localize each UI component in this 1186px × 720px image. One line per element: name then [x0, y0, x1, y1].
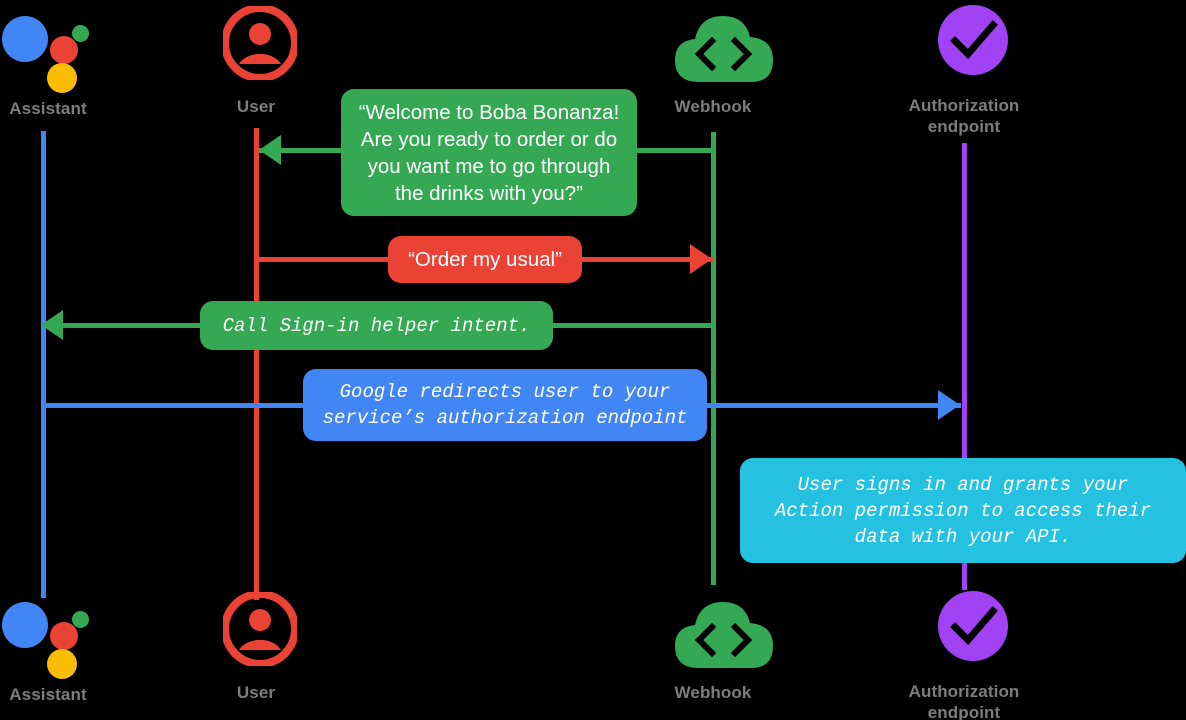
actor-label-user: User: [236, 683, 276, 702]
actor-label-assistant: Assistant: [9, 99, 87, 118]
cloud-code-svg: [675, 602, 773, 668]
actor-user-bottom: User: [161, 592, 351, 703]
actor-assistant-top: Assistant: [0, 8, 143, 119]
purple-check-circle-icon: [916, 5, 1012, 93]
lifeline-webhook: [711, 132, 716, 585]
lifeline-assistant: [41, 131, 46, 598]
assistant-blue-dot-icon: [2, 16, 48, 62]
arrowhead-welcome-to-user: [259, 135, 281, 165]
assistant-yellow-dot-icon: [47, 649, 77, 679]
message-bubble-welcome: “Welcome to Boba Bonanza! Are you ready …: [341, 89, 637, 216]
actor-user-top: User: [161, 6, 351, 117]
purple-check-circle-svg: [938, 591, 1008, 661]
actor-webhook-top: Webhook: [618, 6, 808, 117]
actor-webhook-bottom: Webhook: [618, 592, 808, 703]
actor-label-webhook: Webhook: [674, 97, 752, 116]
assistant-green-dot-icon: [72, 25, 89, 42]
arrowhead-redirect-to-auth: [938, 390, 960, 420]
lifeline-user: [254, 128, 259, 600]
cloud-code-svg: [675, 16, 773, 82]
actor-authorization-endpoint-bottom: Authorization endpoint: [869, 591, 1059, 720]
user-avatar-icon: [208, 6, 304, 94]
assistant-red-dot-icon: [50, 36, 78, 64]
purple-check-circle-svg: [938, 5, 1008, 75]
user-avatar-svg: [223, 592, 297, 666]
message-bubble-user-signs-in: User signs in and grants your Action per…: [740, 458, 1186, 563]
assistant-red-dot-icon: [50, 622, 78, 650]
assistant-green-dot-icon: [72, 611, 89, 628]
actor-label-authorization-endpoint: Authorization endpoint: [908, 96, 1020, 136]
cloud-code-icon: [665, 6, 773, 94]
arrowhead-order-to-webhook: [690, 244, 712, 274]
actor-label-webhook: Webhook: [674, 683, 752, 702]
user-avatar-svg: [223, 6, 297, 80]
actor-label-user: User: [236, 97, 276, 116]
actor-authorization-endpoint-top: Authorization endpoint: [869, 5, 1059, 137]
actor-assistant-bottom: Assistant: [0, 594, 143, 705]
google-assistant-icon: [0, 8, 96, 96]
message-bubble-call-signin-helper: Call Sign-in helper intent.: [200, 301, 553, 350]
purple-check-circle-icon: [916, 591, 1012, 679]
message-bubble-google-redirect: Google redirects user to your service’s …: [303, 369, 707, 441]
assistant-yellow-dot-icon: [47, 63, 77, 93]
cloud-code-icon: [665, 592, 773, 680]
message-bubble-order-my-usual: “Order my usual”: [388, 236, 582, 283]
assistant-blue-dot-icon: [2, 602, 48, 648]
actor-label-authorization-endpoint: Authorization endpoint: [908, 682, 1020, 720]
user-avatar-icon: [208, 592, 304, 680]
lifeline-authorization-endpoint: [962, 143, 967, 590]
google-assistant-icon: [0, 594, 96, 682]
arrowhead-signin-to-assistant: [41, 310, 63, 340]
actor-label-assistant: Assistant: [9, 685, 87, 704]
